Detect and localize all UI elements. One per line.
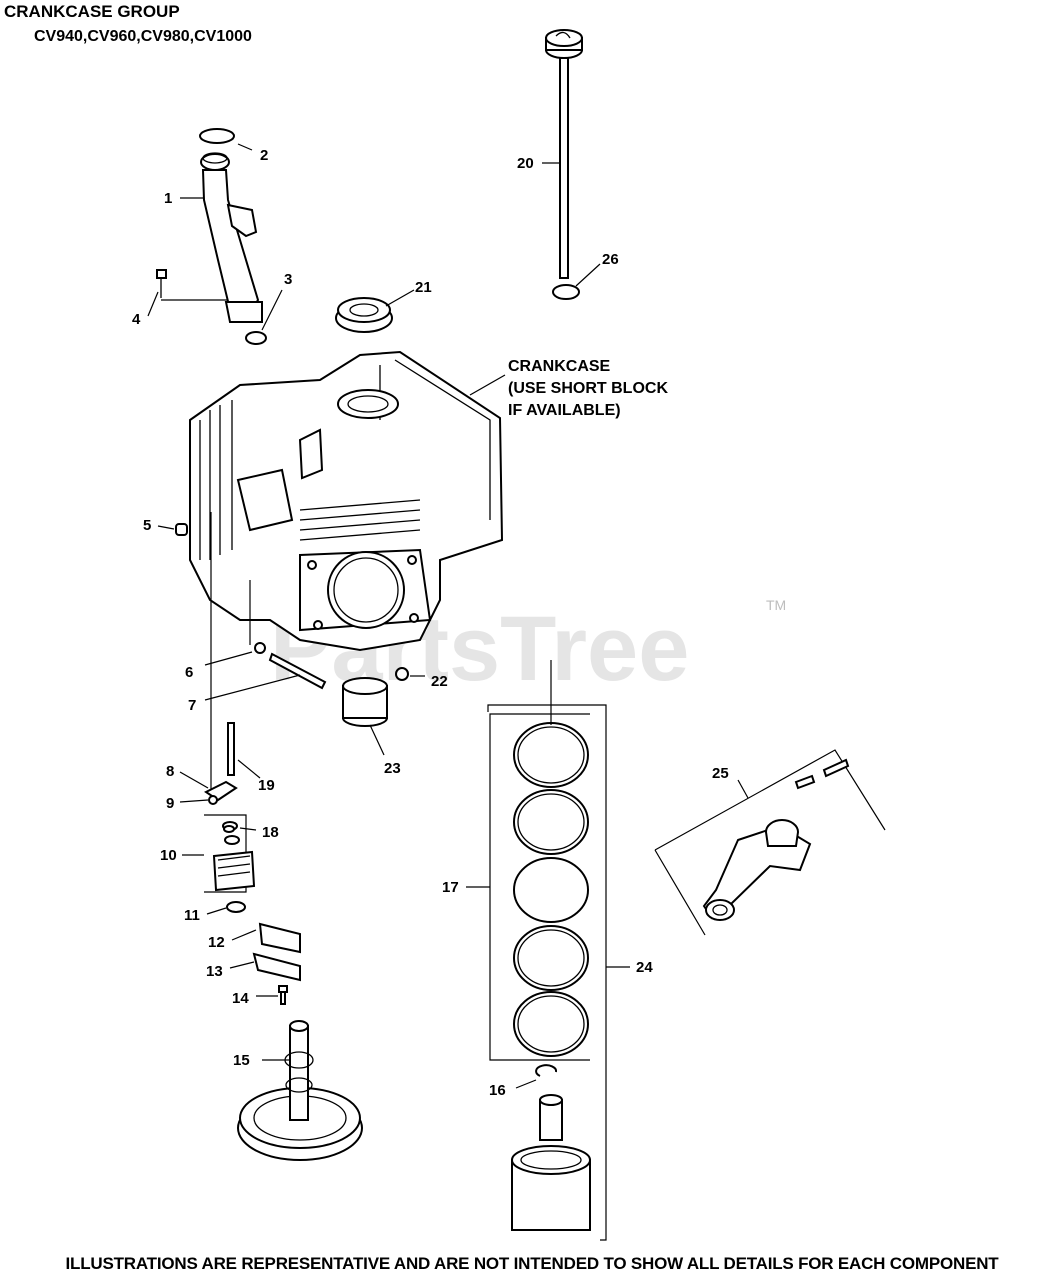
part-5-plug	[175, 523, 188, 536]
piston-pin	[539, 1094, 563, 1141]
part-24-piston-kit-bracket	[487, 704, 607, 1241]
callout-12: 12	[208, 934, 225, 951]
part-25-connecting-rod-bracket	[654, 749, 886, 936]
callout-21: 21	[415, 279, 432, 296]
crankcase-note-line1: CRANKCASE	[508, 358, 611, 375]
part-13-plate	[252, 952, 301, 982]
callout-18: 18	[262, 824, 279, 841]
callout-5: 5	[143, 517, 151, 534]
callout-7: 7	[188, 697, 196, 714]
part-20-dipstick	[545, 29, 583, 279]
part-6-plug	[254, 642, 266, 654]
part-1-oil-fill-tube	[200, 152, 263, 323]
crankcase-body	[189, 350, 504, 652]
model-list: CV940,CV960,CV980,CV1000	[34, 28, 252, 45]
piston	[511, 1145, 591, 1231]
callout-25: 25	[712, 765, 729, 782]
part-12-plate	[258, 922, 301, 954]
callout-10: 10	[160, 847, 177, 864]
part-23-sleeve	[342, 677, 388, 727]
callout-11: 11	[184, 907, 200, 924]
part-2-o-ring	[199, 128, 235, 144]
callout-4: 4	[132, 311, 141, 328]
callout-24: 24	[636, 959, 653, 976]
watermark-trademark: TM	[766, 597, 786, 613]
part-9-screw	[208, 795, 218, 805]
part-17-piston-rings	[513, 722, 589, 1057]
part-21-oil-seal	[335, 297, 393, 333]
part-18-cap	[223, 825, 235, 833]
part-26-o-ring	[552, 284, 580, 300]
crankcase-note-line2: (USE SHORT BLOCK	[508, 380, 668, 397]
part-22-o-ring	[395, 667, 409, 681]
leader-lines	[147, 143, 749, 1089]
callout-16: 16	[489, 1082, 506, 1099]
part-25-connecting-rod	[702, 758, 850, 921]
part-14-bolt	[278, 985, 288, 1005]
callout-23: 23	[384, 760, 401, 777]
callout-26: 26	[602, 251, 619, 268]
disclaimer: ILLUSTRATIONS ARE REPRESENTATIVE AND ARE…	[65, 1254, 999, 1273]
part-15-camshaft	[237, 1020, 363, 1161]
crankcase-note-line3: IF AVAILABLE)	[508, 402, 621, 419]
callout-8: 8	[166, 763, 174, 780]
callout-2: 2	[260, 147, 268, 164]
callout-15: 15	[233, 1052, 250, 1069]
part-7-pin	[268, 652, 327, 690]
callout-20: 20	[517, 155, 534, 172]
callout-9: 9	[166, 795, 174, 812]
callout-3: 3	[284, 271, 292, 288]
parts-diagram: PartsTree TM	[132, 29, 886, 1241]
part-3-o-ring	[245, 331, 267, 345]
callout-17: 17	[442, 879, 459, 896]
part-11-washer	[226, 901, 246, 913]
page-title: CRANKCASE GROUP	[4, 2, 180, 21]
callout-13: 13	[206, 963, 223, 980]
part-10-governor-assembly	[204, 814, 256, 893]
callout-6: 6	[185, 664, 193, 681]
part-19-pushrod	[227, 722, 235, 776]
part-4-bolt	[156, 269, 167, 298]
part-16-clip	[535, 1064, 558, 1077]
callout-14: 14	[232, 990, 249, 1007]
callout-1: 1	[164, 190, 172, 207]
callout-19: 19	[258, 777, 275, 794]
callout-22: 22	[431, 673, 448, 690]
